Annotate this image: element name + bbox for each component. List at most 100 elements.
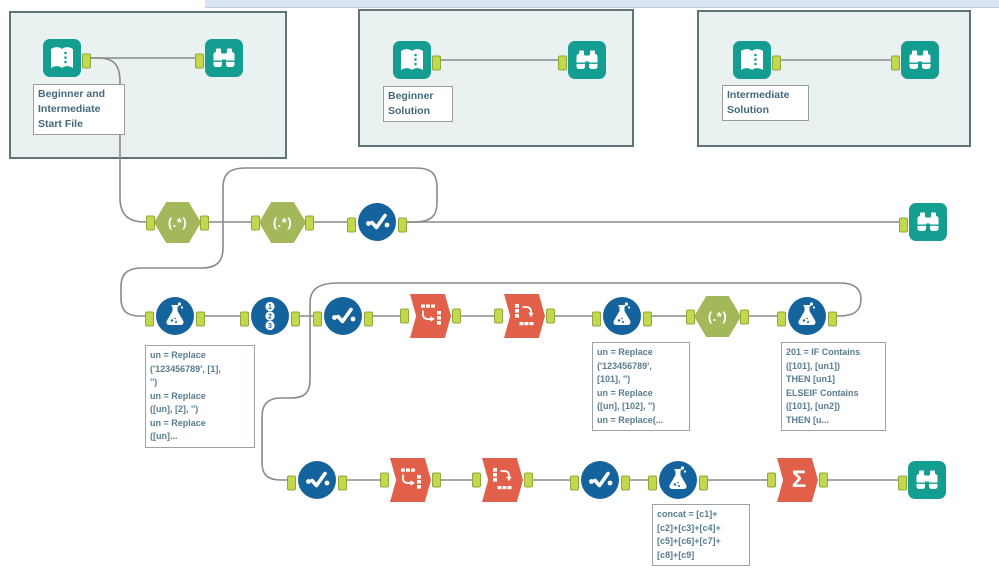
output-anchor[interactable] — [200, 215, 209, 230]
wire — [86, 57, 151, 223]
annotation-formula-2[interactable]: un = Replace ('123456789', [101], '') un… — [592, 342, 690, 431]
tool-formula-3[interactable] — [777, 296, 837, 341]
tool-select-3[interactable] — [287, 460, 347, 505]
select-icon — [581, 461, 619, 499]
input-anchor[interactable] — [287, 475, 296, 490]
tool-transpose-1[interactable] — [400, 294, 461, 338]
tool-summarize[interactable]: Σ — [767, 458, 828, 502]
tool-input-data-beginner[interactable] — [393, 41, 441, 84]
tool-formula-4[interactable] — [648, 460, 708, 505]
output-anchor[interactable] — [740, 309, 749, 324]
sigma-glyph: Σ — [791, 466, 807, 493]
browse-icon — [568, 41, 606, 79]
output-anchor[interactable] — [305, 215, 314, 230]
input-anchor[interactable] — [380, 472, 389, 488]
input-anchor[interactable] — [400, 308, 409, 324]
input-anchor[interactable] — [494, 308, 503, 324]
input-anchor[interactable] — [558, 55, 567, 70]
output-anchor[interactable] — [643, 311, 652, 326]
formula-icon — [788, 297, 826, 335]
input-anchor[interactable] — [891, 55, 900, 70]
output-anchor[interactable] — [828, 311, 837, 326]
tool-transpose-2[interactable] — [380, 458, 441, 502]
tool-input-data-intermediate[interactable] — [733, 41, 781, 84]
window-edge-strip — [205, 0, 999, 8]
tool-regex-3[interactable]: (.*) — [686, 296, 749, 337]
tool-browse-start[interactable] — [195, 39, 243, 82]
tool-select-4[interactable] — [570, 460, 630, 505]
output-anchor[interactable] — [432, 55, 441, 70]
tool-browse-final[interactable] — [898, 461, 946, 504]
transpose-icon — [410, 294, 451, 338]
input-anchor[interactable] — [240, 311, 249, 326]
annotation-formula-4[interactable]: concat = [c1]+ [c2]+[c3]+[c4]+ [c5]+[c6]… — [652, 504, 750, 566]
tool-input-data-start[interactable] — [43, 39, 91, 82]
input-anchor[interactable] — [472, 472, 481, 488]
input-anchor[interactable] — [195, 53, 204, 68]
tool-regex-2[interactable]: (.*) — [251, 202, 314, 243]
tool-browse-intermediate[interactable] — [891, 41, 939, 84]
input-anchor[interactable] — [592, 311, 601, 326]
input-anchor[interactable] — [251, 215, 260, 230]
input-anchor[interactable] — [899, 217, 908, 232]
regex-icon-label: (.*) — [707, 309, 728, 324]
output-anchor[interactable] — [546, 308, 555, 324]
output-anchor[interactable] — [699, 475, 708, 490]
annotation-formula-1[interactable]: un = Replace ('123456789', [1], '') un =… — [145, 345, 255, 448]
tool-select-2[interactable] — [313, 296, 373, 341]
output-anchor[interactable] — [364, 311, 373, 326]
output-anchor[interactable] — [338, 475, 347, 490]
input-data-icon — [733, 41, 771, 79]
output-anchor[interactable] — [432, 472, 441, 488]
input-anchor[interactable] — [313, 311, 322, 326]
input-data-icon — [393, 41, 431, 79]
output-anchor[interactable] — [452, 308, 461, 324]
regex-icon: (.*) — [154, 202, 201, 243]
crosstab-icon — [482, 458, 523, 502]
input-anchor[interactable] — [146, 215, 155, 230]
input-anchor[interactable] — [648, 475, 657, 490]
regex-icon-label: (.*) — [272, 215, 293, 230]
browse-icon — [909, 203, 947, 241]
input-anchor[interactable] — [767, 472, 776, 488]
regex-icon: (.*) — [694, 296, 741, 337]
output-anchor[interactable] — [82, 53, 91, 68]
tool-record-id[interactable]: 1 2 3 — [240, 296, 300, 341]
tool-browse-row2[interactable] — [899, 203, 947, 246]
input-anchor[interactable] — [145, 311, 154, 326]
input-anchor[interactable] — [347, 217, 356, 232]
input-data-icon — [43, 39, 81, 77]
formula-icon — [603, 297, 641, 335]
output-anchor[interactable] — [291, 311, 300, 326]
output-anchor[interactable] — [524, 472, 533, 488]
regex-icon: (.*) — [259, 202, 306, 243]
tool-regex-1[interactable]: (.*) — [146, 202, 209, 243]
output-anchor[interactable] — [819, 472, 828, 488]
select-icon — [298, 461, 336, 499]
annotation-formula-3[interactable]: 201 = IF Contains ([101], [un1]) THEN [u… — [781, 342, 886, 431]
input-anchor[interactable] — [570, 475, 579, 490]
tool-select-1[interactable] — [347, 202, 407, 247]
input-anchor[interactable] — [898, 475, 907, 490]
container-label[interactable]: Intermediate Solution — [722, 85, 809, 121]
tool-formula-2[interactable] — [592, 296, 652, 341]
tool-formula-1[interactable] — [145, 296, 205, 341]
tool-browse-beginner[interactable] — [558, 41, 606, 84]
tool-crosstab-2[interactable] — [472, 458, 533, 502]
container-label[interactable]: Beginner and Intermediate Start File — [33, 84, 125, 135]
select-icon — [324, 297, 362, 335]
container-label[interactable]: Beginner Solution — [383, 86, 453, 122]
output-anchor[interactable] — [621, 475, 630, 490]
tool-crosstab-1[interactable] — [494, 294, 555, 338]
svg-text:2: 2 — [268, 314, 272, 321]
input-anchor[interactable] — [686, 309, 695, 324]
output-anchor[interactable] — [196, 311, 205, 326]
select-icon — [358, 203, 396, 241]
browse-icon — [205, 39, 243, 77]
summarize-icon: Σ — [777, 458, 818, 502]
input-anchor[interactable] — [777, 311, 786, 326]
output-anchor[interactable] — [398, 217, 407, 232]
output-anchor[interactable] — [772, 55, 781, 70]
browse-icon — [901, 41, 939, 79]
